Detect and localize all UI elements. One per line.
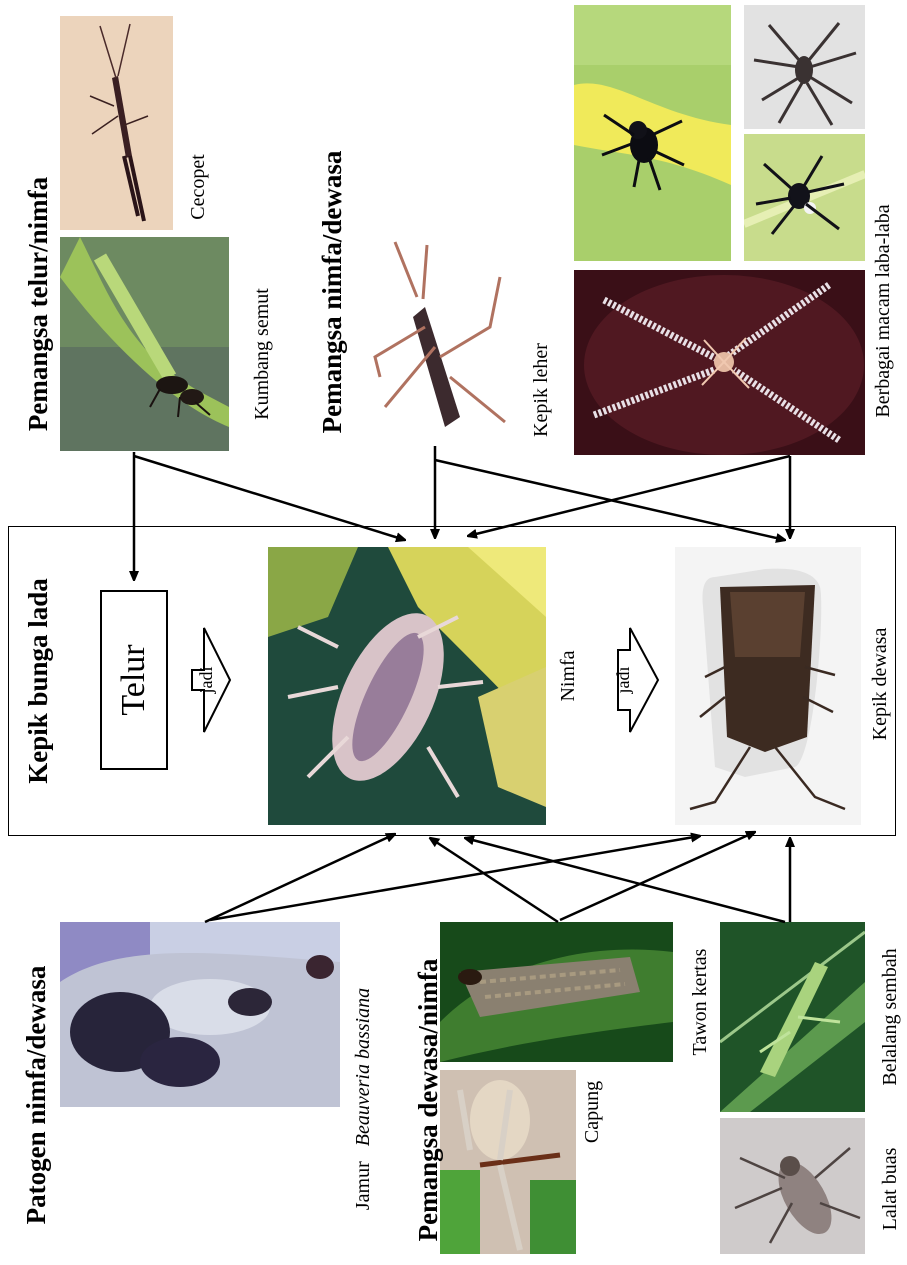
heading-adult-nymph-predators: Pemangsa dewasa/nimfa — [415, 935, 445, 1265]
arrow-tawon-to-dewasa — [560, 832, 755, 920]
photo-laba-laba-4 — [574, 270, 865, 455]
photo-laba-laba-3 — [744, 134, 865, 261]
photo-belalang-sembah — [720, 922, 865, 1112]
arrow-jamur-to-dewasa — [210, 836, 700, 920]
photo-capung — [440, 1070, 576, 1254]
photo-kumbang-semut — [60, 237, 229, 451]
heading-pathogen: Patogen nimfa/dewasa — [23, 935, 53, 1255]
photo-cecopet — [60, 16, 173, 230]
arrow-labalaba-to-nimfa — [468, 456, 790, 536]
caption-kepik-dewasa: Kepik dewasa — [870, 614, 894, 754]
photo-laba-laba-2 — [744, 5, 865, 129]
caption-belalang-sembah: Belalang sembah — [880, 937, 904, 1097]
photo-tawon-kertas — [440, 922, 673, 1062]
heading-nymph-adult-predators: Pemangsa nimfa/dewasa — [319, 132, 349, 452]
jadi-label-1: jadi — [197, 656, 217, 704]
heading-egg-predators: Pemangsa telur/nimfa — [25, 144, 55, 464]
arrow-tawon-to-nimfa — [430, 838, 558, 922]
caption-laba-laba: Berbagai macam laba-laba — [873, 166, 897, 456]
caption-capung: Capung — [582, 1072, 606, 1152]
caption-jamur-prefix: Jamur — [352, 1161, 374, 1210]
caption-cecopet: Cecopet — [188, 137, 212, 237]
caption-jamur: Jamur Beauveria bassiana — [353, 969, 377, 1229]
caption-tawon-kertas: Tawon kertas — [690, 932, 714, 1072]
caption-kepik-leher: Kepik leher — [531, 330, 555, 450]
photo-laba-laba-1 — [574, 5, 731, 261]
arrow-belalang-to-nimfa — [465, 838, 785, 922]
caption-nimfa: Nimfa — [558, 636, 582, 716]
photo-kepik-leher — [355, 237, 525, 450]
photo-jamur — [60, 922, 340, 1107]
caption-kumbang-semut: Kumbang semut — [252, 274, 276, 434]
caption-jamur-species: Beauveria bassiana — [352, 988, 374, 1146]
jadi-label-2: jadi — [614, 656, 634, 704]
photo-lalat-buas — [720, 1118, 865, 1254]
telur-label: Telur — [116, 590, 152, 770]
heading-main: Kepik bunga lada — [25, 571, 55, 791]
arrow-jamur-to-nimfa — [205, 834, 395, 922]
caption-lalat-buas: Lalat buas — [880, 1129, 904, 1249]
